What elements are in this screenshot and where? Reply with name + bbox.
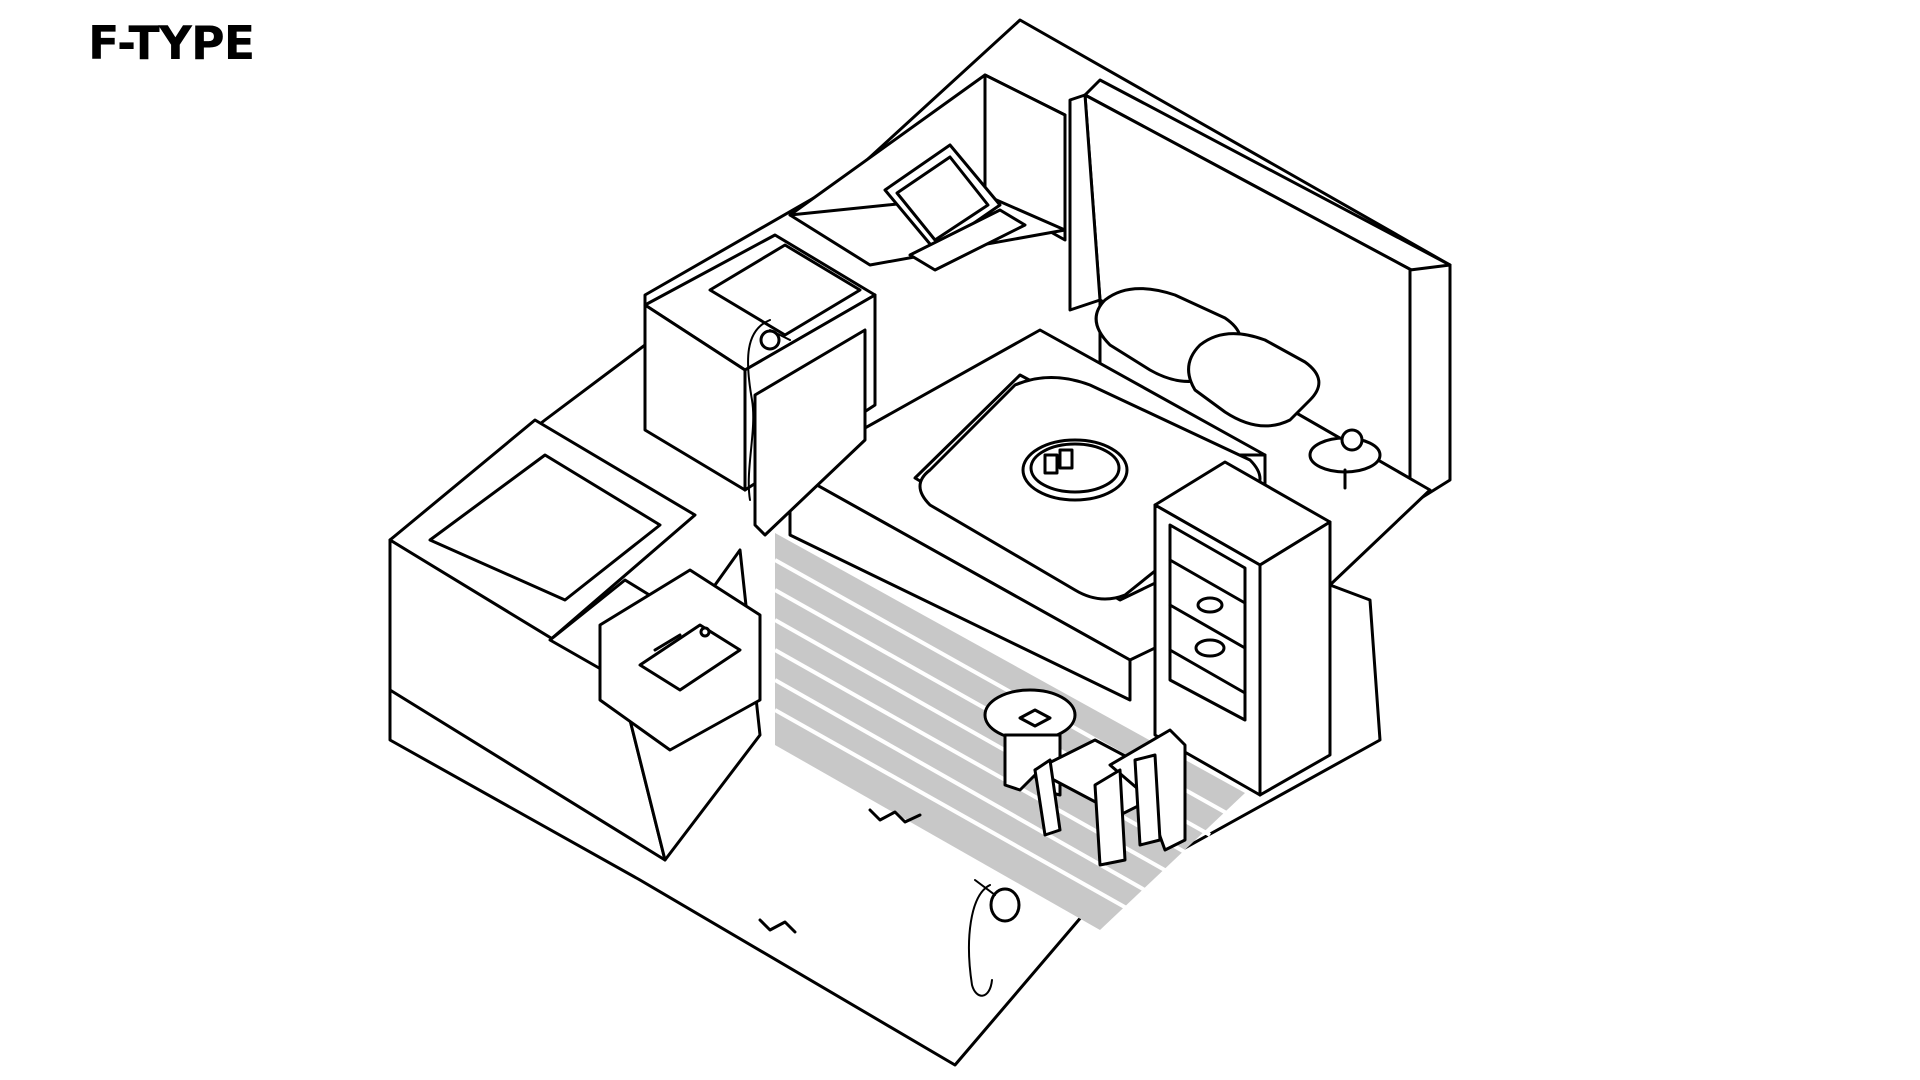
- plan-title: F-TYPE: [88, 16, 255, 70]
- tray-icon: [1021, 438, 1129, 502]
- round-table-icon: [983, 688, 1077, 797]
- armchair-icon: [1033, 728, 1187, 867]
- bidet-shower-icon: [968, 879, 1021, 997]
- shelf-unit-icon: [1153, 460, 1332, 797]
- desk-mirror-icon: [883, 143, 1027, 272]
- washbasin-icon: [598, 568, 762, 752]
- side-table-icon: [1308, 428, 1382, 490]
- shower-head-icon: [747, 319, 791, 501]
- entry-threshold: [758, 808, 922, 934]
- shower-cabin: [643, 233, 877, 537]
- pillow-icon: [1094, 287, 1321, 428]
